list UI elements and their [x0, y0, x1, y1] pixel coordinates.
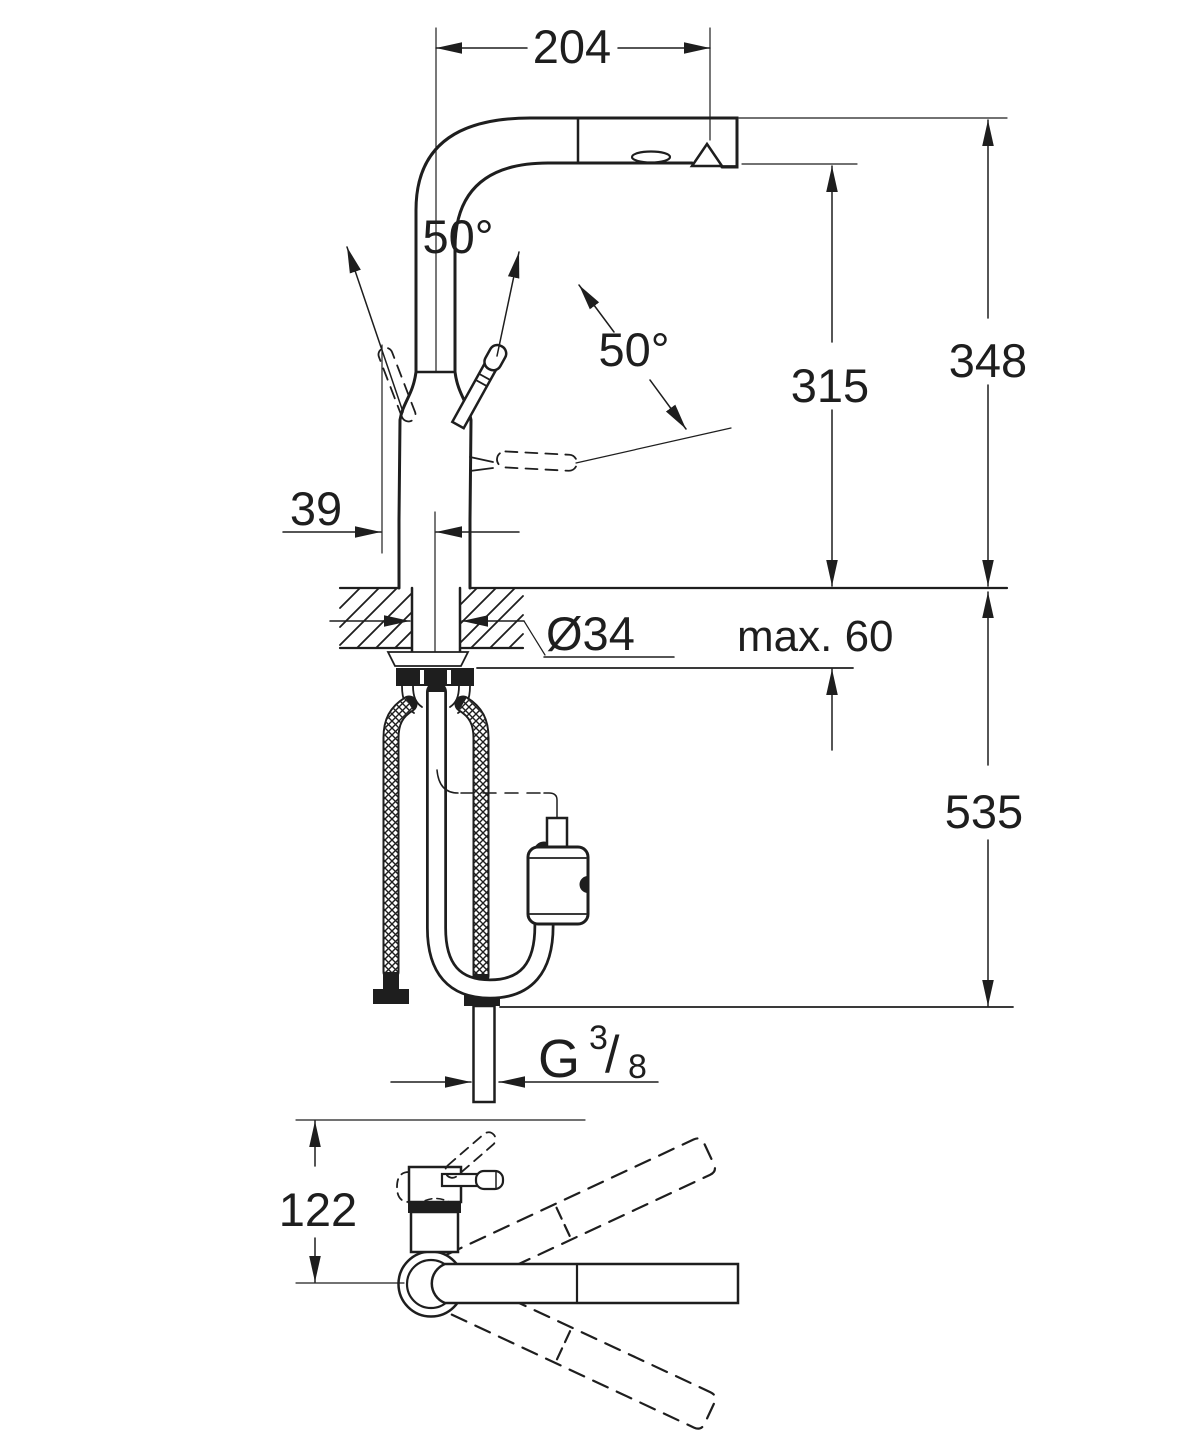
cap-dashed-edge — [396, 1171, 410, 1203]
label-max-thickness: max. 60 — [737, 612, 894, 661]
dimension-hole-diameter: Ø34 — [329, 607, 675, 660]
main-view: 50° 50° — [282, 20, 1027, 1104]
supply-hose-left — [373, 695, 418, 1004]
label-thread-slash: / — [605, 1026, 620, 1084]
label-thread-denominator: 8 — [628, 1048, 647, 1086]
label-thread-numerator: 3 — [589, 1019, 608, 1057]
top-lever-cap — [474, 1169, 505, 1191]
dimension-535: 535 — [499, 591, 1023, 1008]
mounting-nut — [396, 668, 474, 686]
swivel-arm-dashed-up — [445, 1137, 717, 1291]
top-view: 122 — [279, 1119, 740, 1430]
supply-hose-right — [454, 695, 500, 1104]
spout-rod — [430, 1262, 740, 1305]
lever-dashed-left — [377, 346, 417, 423]
washer — [386, 651, 470, 667]
angle-annotation-upper: 50° — [346, 210, 520, 413]
dimension-315: 315 — [741, 163, 869, 587]
top-lever-dashed — [444, 1131, 497, 1179]
label-top-view-height: 122 — [279, 1183, 357, 1236]
body-dashed-arc — [414, 1197, 458, 1208]
dimension-39: 39 — [282, 482, 520, 538]
label-height-top: 348 — [949, 334, 1027, 387]
dimension-348: 348 — [738, 117, 1027, 587]
angle-annotation-lower: 50° — [578, 284, 687, 430]
swivel-arm-dashed-down — [446, 1276, 717, 1430]
label-lever-offset: 39 — [290, 482, 342, 535]
label-swivel-lower: 50° — [598, 323, 669, 376]
label-spout-reach: 204 — [533, 20, 611, 73]
body-block — [409, 1210, 460, 1254]
spout-outline — [414, 116, 739, 374]
hose-weight-stub — [545, 816, 569, 850]
label-height-underside: 315 — [791, 359, 869, 412]
pullout-hose — [426, 681, 590, 1000]
label-hose-length: 535 — [945, 785, 1023, 838]
label-hole-diameter: Ø34 — [546, 607, 635, 660]
lever-stub — [469, 456, 494, 472]
dimension-max-60: max. 60 — [737, 612, 894, 751]
weight-notch — [579, 876, 588, 893]
label-swivel-upper: 50° — [422, 210, 493, 263]
lever-dashed-down — [469, 427, 732, 472]
dimension-204: 204 — [435, 20, 711, 73]
spray-seam — [630, 150, 672, 164]
label-thread-letter: G — [538, 1029, 580, 1089]
connection-tube — [472, 1004, 496, 1104]
spray-nozzle-triangle — [689, 141, 725, 168]
lever-reference-line — [575, 427, 732, 464]
dimension-thread: G 3 / 8 — [390, 1019, 659, 1089]
center-lines — [381, 27, 711, 659]
lever-solid — [450, 343, 508, 430]
shank — [410, 586, 462, 654]
dimension-122: 122 — [279, 1119, 586, 1284]
supply-hoses — [373, 681, 590, 1104]
body-band — [408, 1202, 461, 1213]
